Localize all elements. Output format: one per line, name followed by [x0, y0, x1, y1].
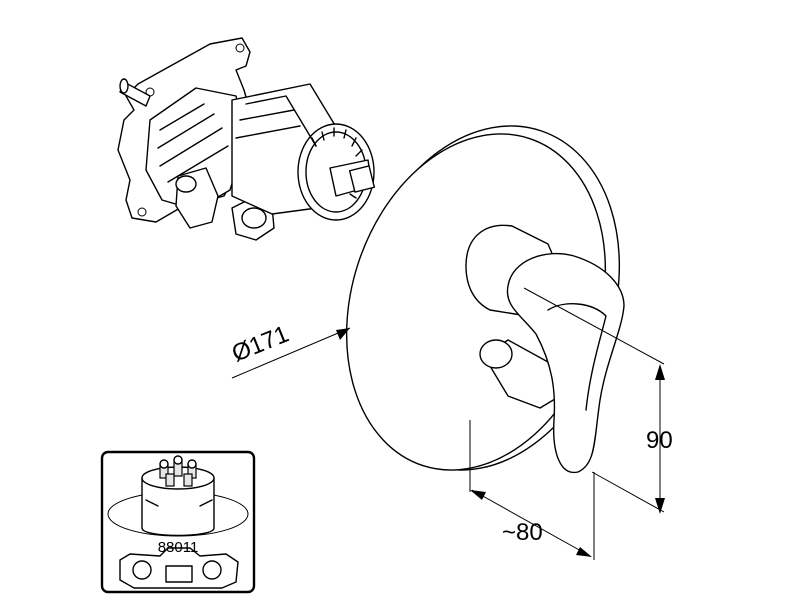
diverter-knob-face — [479, 339, 513, 369]
height-label: 90 — [646, 427, 673, 454]
inset-port-center — [165, 565, 193, 583]
cylinder-lines — [235, 95, 317, 147]
inset-port-right — [202, 560, 222, 580]
height-arrow-bottom — [655, 498, 665, 514]
mounting-hole — [137, 207, 147, 217]
diameter-label: Ø171 — [228, 321, 293, 368]
depth-arrow-right — [576, 547, 592, 557]
depth-arrow-left — [470, 490, 486, 500]
inset-cartridge — [141, 477, 215, 537]
mounting-hole — [235, 43, 245, 53]
depth-label: ~80 — [502, 519, 543, 546]
diameter-leader — [231, 327, 351, 379]
lever-highlight — [547, 303, 607, 411]
outlet-port — [175, 175, 197, 193]
height-extension-top — [523, 287, 665, 365]
depth-dimension-line — [471, 489, 591, 557]
height-arrow-top — [655, 364, 665, 380]
pipe-stub-end — [119, 78, 129, 94]
inset-box: 88011 — [100, 450, 256, 594]
inset-port-left — [132, 560, 152, 580]
inset-cartridge-marks — [145, 499, 213, 507]
spindle-square — [348, 165, 376, 193]
mixer-lever — [465, 224, 625, 474]
part-number-label: 88011 — [158, 539, 199, 556]
diameter-arrowhead — [336, 328, 350, 340]
housing-ribs — [157, 103, 229, 183]
hex-nut-face — [241, 207, 267, 229]
valve-body-illustration — [117, 37, 376, 241]
height-extension-bottom — [591, 471, 665, 513]
inset-studs — [159, 455, 197, 487]
